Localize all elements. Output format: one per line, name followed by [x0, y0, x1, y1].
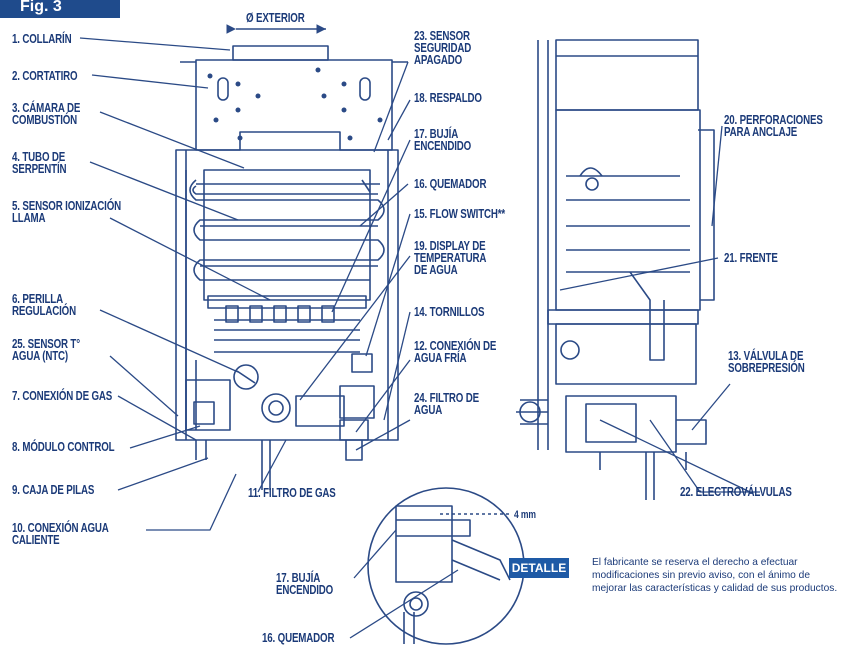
- label-serpentine-tube: 4. TUBO DE SERPENTÍN: [12, 150, 67, 176]
- label-ionization-sensor: 5. SENSOR IONIZACIÓN LLAMA: [12, 199, 122, 225]
- leader-lines: [79, 37, 760, 639]
- label-ignition-spark: 17. BUJÍA ENCENDIDO: [414, 127, 472, 153]
- diameter-label: Ø EXTERIOR: [246, 11, 305, 25]
- label-detail-ignition-spark: 17. BUJÍA ENCENDIDO: [276, 571, 334, 597]
- label-solenoid-valves: 22. ELECTROVÁLVULAS: [680, 485, 792, 499]
- label-ntc-sensor: 25. SENSOR T° AGUA (NTC): [12, 337, 80, 363]
- label-detail-burner: 16. QUEMADOR: [262, 631, 335, 645]
- label-cortatiro: 2. CORTATIRO: [12, 69, 78, 83]
- label-gas-filter: 11. FILTRO DE GAS: [248, 486, 336, 500]
- detail-badge: DETALLE: [509, 558, 569, 578]
- figure-tag: Fig. 3: [0, 0, 120, 18]
- label-burner: 16. QUEMADOR: [414, 177, 487, 191]
- label-temperature-display: 19. DISPLAY DE TEMPERATURA DE AGUA: [414, 239, 487, 277]
- label-screws: 14. TORNILLOS: [414, 305, 485, 319]
- label-pressure-relief-valve: 13. VÁLVULA DE SOBREPRESIÓN: [728, 349, 805, 375]
- label-cold-water-connection: 12. CONEXIÓN DE AGUA FRÍA: [414, 339, 497, 365]
- label-hot-water-connection: 10. CONEXIÓN AGUA CALIENTE: [12, 521, 109, 547]
- label-regulation-knob: 6. PERILLA REGULACIÓN: [12, 292, 76, 318]
- label-collar: 1. COLLARÍN: [12, 32, 72, 46]
- front-view: [175, 24, 408, 490]
- label-flow-switch: 15. FLOW SWITCH**: [414, 207, 506, 221]
- label-safety-shutoff-sensor: 23. SENSOR SEGURIDAD APAGADO: [414, 29, 472, 67]
- label-front: 21. FRENTE: [724, 251, 778, 265]
- detail-view: [367, 487, 525, 645]
- label-backplate: 18. RESPALDO: [414, 91, 482, 105]
- label-control-module: 8. MÓDULO CONTROL: [12, 440, 115, 454]
- label-anchor-holes: 20. PERFORACIONES PARA ANCLAJE: [724, 113, 823, 139]
- label-water-filter: 24. FILTRO DE AGUA: [414, 391, 479, 417]
- label-battery-box: 9. CAJA DE PILAS: [12, 483, 95, 497]
- measure-label: 4 mm: [514, 509, 536, 521]
- side-view: [516, 39, 715, 500]
- label-combustion-chamber: 3. CÁMARA DE COMBUSTIÓN: [12, 101, 81, 127]
- manufacturer-note: El fabricante se reserva el derecho a ef…: [592, 557, 838, 594]
- label-gas-connection: 7. CONEXIÓN DE GAS: [12, 389, 113, 403]
